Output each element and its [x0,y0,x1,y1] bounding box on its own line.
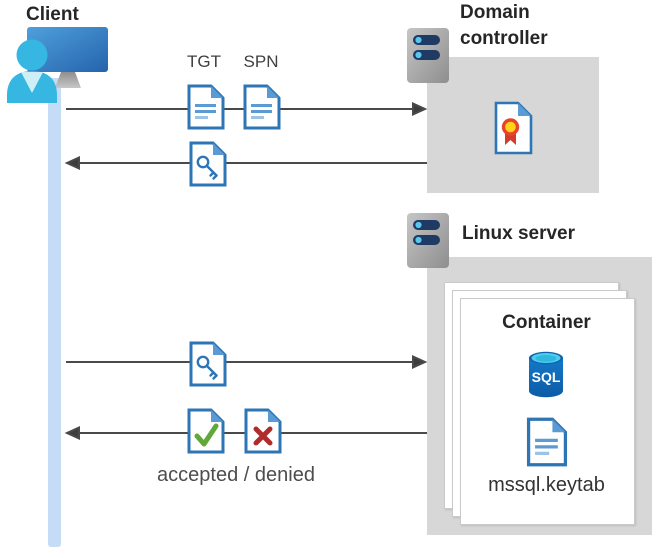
sql-database-icon: SQL [527,350,565,405]
key-document-icon [188,140,228,193]
certificate-icon [494,101,533,160]
tgt-label: TGT [187,52,221,71]
spn-document-icon [242,83,282,136]
spn-label: SPN [243,52,279,71]
keytab-filename-label: mssql.keytab [488,474,605,496]
domain-controller-label: Domain controller [460,2,548,49]
linux-server-label: Linux server [462,223,575,244]
sql-icon-label: SQL [532,369,561,385]
dc-to-client-arrow [64,155,427,171]
container-label: Container [502,312,591,333]
key-document-icon [188,340,228,393]
accepted-denied-label: accepted / denied [157,464,315,486]
tgt-document-icon [186,83,226,136]
denied-document-icon [243,407,283,460]
accepted-document-icon [186,407,226,460]
client-label: Client [26,4,79,25]
client-to-dc-arrow [66,101,428,117]
domain-controller-server-icon [406,27,450,89]
client-to-linux-arrow [66,354,428,370]
client-timeline-bar [48,78,61,547]
linux-server-server-icon [406,212,450,274]
keytab-document-icon [525,416,569,473]
client-user-icon [4,25,109,108]
container-card [460,298,635,525]
